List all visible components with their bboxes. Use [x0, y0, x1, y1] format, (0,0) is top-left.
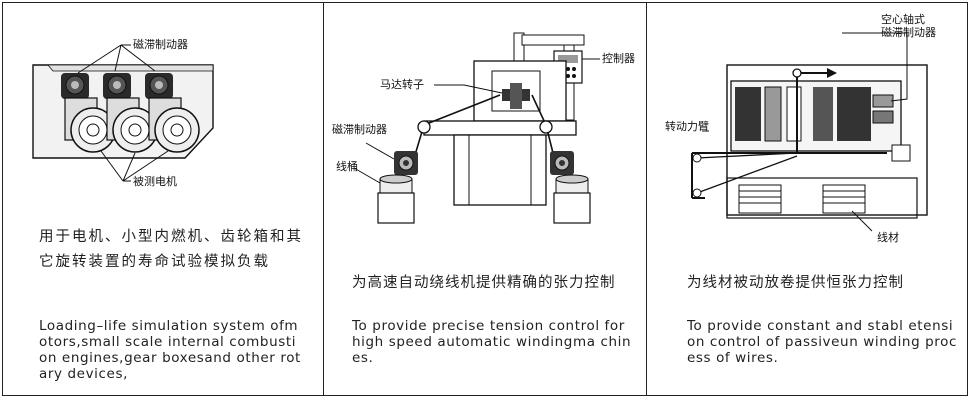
label-motor: 被测电机 [133, 175, 177, 188]
description-en: Loading–life simulation system ofmotors,… [39, 318, 301, 382]
unwinding-brake-illustration [691, 32, 928, 232]
label-rotor: 马达转子 [380, 78, 424, 91]
torque-arm [691, 152, 887, 199]
figure-frame: 磁滞制动器 被测电机 用于电机、小型内燃机、齿轮箱和其它旋转装置的寿命试验模拟负… [2, 2, 968, 396]
label-wire: 线材 [877, 231, 899, 244]
hysteresis-brake-units [61, 73, 173, 99]
description-en: To provide precise tension control forhi… [352, 318, 632, 366]
label-brake: 磁滞制动器 [332, 123, 387, 136]
description-en: To provide constant and stabl etension c… [687, 318, 958, 366]
panel-life-test: 磁滞制动器 被测电机 用于电机、小型内燃机、齿轮箱和其它旋转装置的寿命试验模拟负… [3, 3, 323, 395]
wire-coil [726, 177, 918, 219]
hollow-shaft-brake [735, 86, 894, 142]
description-zh: 用于电机、小型内燃机、齿轮箱和其它旋转装置的寿命试验模拟负载 [39, 229, 303, 270]
panel-unwinding: 空心轴式 磁滞制动器 转动力臂 线材 为线材被动放卷提供恒张力控制 To pro… [646, 3, 969, 395]
right-brake-and-spool [550, 151, 591, 224]
label-hollow-brake-2: 磁滞制动器 [881, 26, 936, 39]
description-zh: 为高速自动绕线机提供精确的张力控制 [352, 275, 616, 291]
left-brake-and-spool [377, 151, 418, 224]
brake-bench-illustration [32, 44, 214, 182]
label-controller: 控制器 [602, 52, 635, 65]
motors-under-test [64, 97, 200, 153]
winding-machine-illustration [353, 32, 600, 224]
label-arm: 转动力臂 [665, 120, 709, 133]
label-hollow-brake-1: 空心轴式 [881, 13, 925, 26]
label-spool: 线桶 [336, 160, 358, 173]
panel-winding: 控制器 马达转子 磁滞制动器 线桶 为高速自动绕线机提供精确的张力控制 To p… [323, 3, 646, 395]
description-zh: 为线材被动放卷提供恒张力控制 [687, 275, 904, 291]
motor-rotor [502, 83, 530, 109]
label-brake: 磁滞制动器 [133, 38, 188, 51]
